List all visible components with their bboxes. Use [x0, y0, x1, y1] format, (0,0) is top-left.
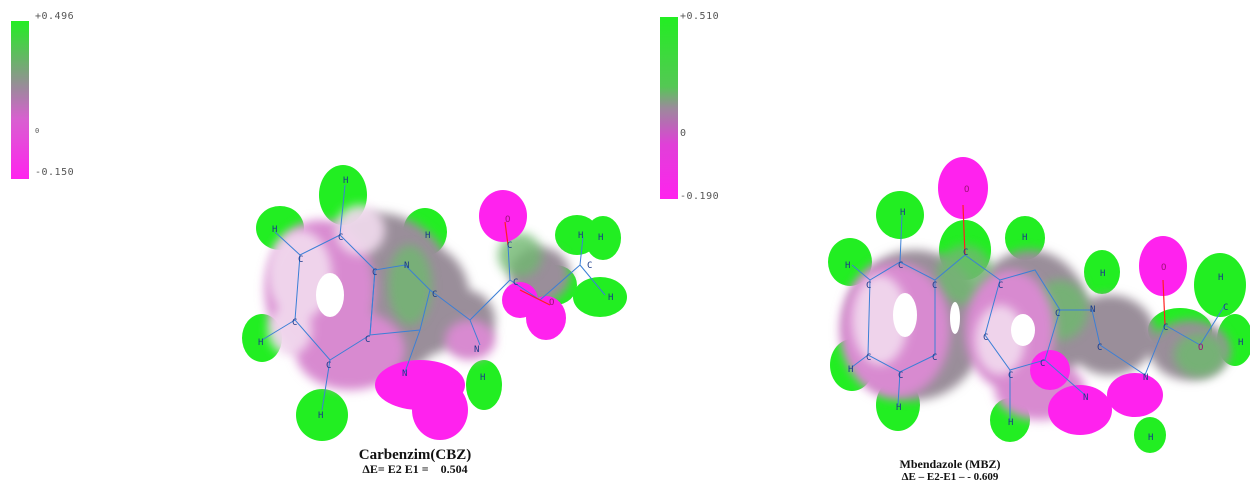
cbz-atom-c: C: [513, 278, 518, 288]
mbz-atom-h: H: [1238, 338, 1243, 348]
cbz-atom-h: H: [480, 373, 485, 383]
mbz-atom-h: H: [845, 261, 850, 271]
colorbar-right: [660, 17, 678, 199]
cbz-atom-c: C: [365, 335, 370, 345]
colorbar-left-mid-label: 0: [35, 127, 40, 135]
cbz-name: Carbenzim(CBZ): [358, 447, 472, 463]
cbz-atom-h: H: [598, 233, 603, 243]
cbz-atom-h: H: [272, 225, 277, 235]
mbz-atom-c: C: [1040, 359, 1045, 369]
cbz-atom-c: C: [298, 255, 303, 265]
colorbar-left: [11, 21, 29, 179]
mbz-caption: Mbendazole (MBZ) ΔE – E2-E1 – - 0.609: [840, 457, 1060, 484]
cbz-atom-c: C: [432, 290, 437, 300]
mbz-atom-h: H: [1100, 269, 1105, 279]
cbz-atom-h: H: [425, 231, 430, 241]
cbz-atom-n: N: [404, 261, 409, 271]
cbz-atom-h: H: [343, 176, 348, 186]
mbz-atom-c: C: [1055, 309, 1060, 319]
colorbar-right-gradient: [660, 17, 678, 199]
cbz-atom-o: O: [549, 298, 554, 308]
mbz-atom-n: N: [1090, 305, 1095, 315]
mbz-atom-h: H: [1218, 273, 1223, 283]
cbz-caption: Carbenzim(CBZ) ΔE= E2 E1 = 0.504: [320, 447, 510, 476]
cbz-energy-gap: ΔE= E2 E1 = 0.504: [362, 462, 468, 476]
mbz-name: Mbendazole (MBZ): [899, 457, 1001, 471]
cbz-atom-h: H: [578, 231, 583, 241]
mbz-atom-c: C: [866, 353, 871, 363]
cbz-atom-c: C: [338, 233, 343, 243]
mbz-atom-c: C: [932, 281, 937, 291]
mbz-atom-h: H: [896, 403, 901, 413]
mbz-surface: O H C H H C C C C C N H C C C C C C H H …: [828, 157, 1250, 453]
mbz-atom-h: H: [1022, 233, 1027, 243]
mbz-atom-o: O: [1161, 263, 1166, 273]
cbz-atom-c: C: [507, 241, 512, 251]
mbz-atom-o: O: [964, 185, 969, 195]
mbz-atom-c: C: [898, 371, 903, 381]
colorbar-right-mid-label: 0: [680, 128, 687, 139]
mbz-atom-c: C: [898, 261, 903, 271]
mbz-atom-c: C: [1163, 323, 1168, 333]
mbz-atom-c: C: [983, 333, 988, 343]
cbz-atom-h: H: [318, 411, 323, 421]
mbz-atom-c: C: [998, 281, 1003, 291]
cbz-atom-n: N: [402, 369, 407, 379]
mbz-atom-o: O: [1198, 343, 1203, 353]
mbz-atom-c: C: [1223, 303, 1228, 313]
mbz-atom-n: N: [1143, 373, 1148, 383]
cbz-atom-c: C: [587, 261, 592, 271]
cbz-atom-c: C: [326, 361, 331, 371]
colorbar-right-min-label: -0.190: [680, 191, 720, 202]
mbz-atom-c: C: [1008, 371, 1013, 381]
cbz-surface: H H C C C N C C C H H N C N H O C C O H …: [242, 165, 627, 441]
mbz-atom-h: H: [1008, 418, 1013, 428]
mbz-atom-h: H: [900, 208, 905, 218]
cbz-atom-n: N: [474, 345, 479, 355]
mbz-atom-c: C: [963, 248, 968, 258]
mbz-atom-h: H: [1148, 433, 1153, 443]
colorbar-left-max-label: +0.496: [35, 11, 75, 22]
cbz-atom-c: C: [292, 318, 297, 328]
mbz-atom-n: N: [1083, 393, 1088, 403]
mbz-atom-h: H: [848, 365, 853, 375]
cbz-atom-o: O: [505, 215, 510, 225]
mbz-atom-c: C: [932, 353, 937, 363]
colorbar-left-min-label: -0.150: [35, 167, 75, 178]
colorbar-left-gradient: [11, 21, 29, 179]
mbz-energy-gap: ΔE – E2-E1 – - 0.609: [901, 471, 999, 483]
cbz-atom-h: H: [258, 338, 263, 348]
mbz-atom-c: C: [866, 281, 871, 291]
cbz-atom-c: C: [372, 268, 377, 278]
mbz-atom-c: C: [1097, 343, 1102, 353]
cbz-atom-h: H: [608, 293, 613, 303]
colorbar-right-max-label: +0.510: [680, 11, 720, 22]
